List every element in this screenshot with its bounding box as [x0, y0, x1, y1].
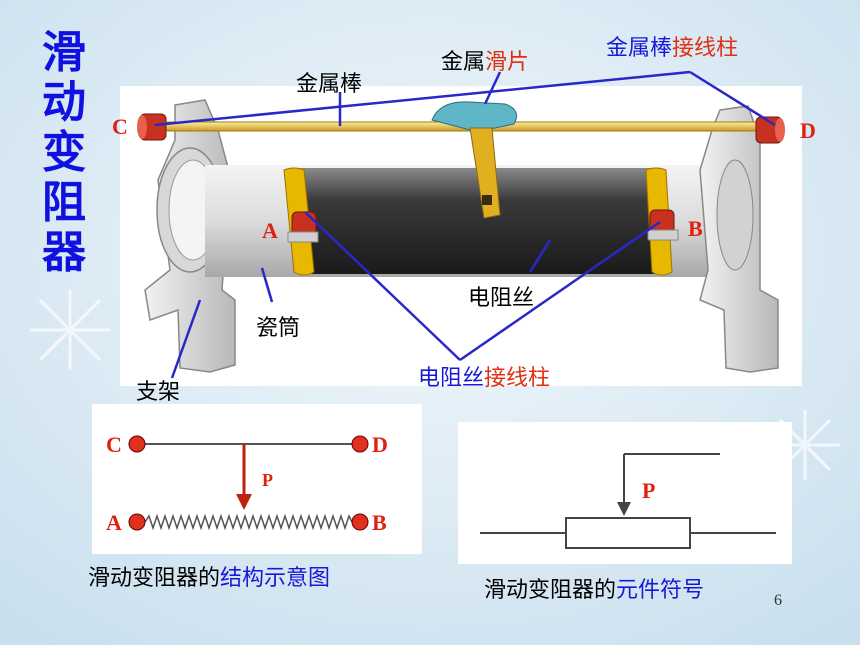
title-char: 阻 — [42, 177, 86, 228]
symbol-arrow-head — [617, 502, 631, 516]
structure-diagram: C D A B P — [106, 432, 388, 535]
slider-label-prefix: 金属 — [441, 50, 486, 75]
title-char: 滑 — [42, 27, 86, 78]
circuit-symbol: P — [480, 453, 776, 549]
schematic-b-label: B — [372, 510, 387, 535]
node-a — [128, 513, 146, 531]
title-char: 器 — [42, 227, 86, 278]
wire-terminal-label-a: 电阻丝 — [418, 366, 485, 391]
wire-terminal-label-b: 接线柱 — [484, 366, 551, 391]
schematic-d-label: D — [372, 432, 388, 457]
pin-c-label: C — [112, 114, 128, 139]
symbol-caption: 滑动变阻器的元件符号 — [484, 572, 704, 604]
schematic-a-label: A — [106, 510, 122, 535]
title-char: 变 — [42, 127, 86, 178]
page-number: 6 — [774, 592, 782, 609]
pin-d-label: D — [800, 118, 816, 143]
rod-terminal-label-a: 金属棒 — [606, 36, 673, 61]
terminal-a — [287, 211, 319, 243]
symbol-p-label: P — [642, 478, 655, 503]
tube-label: 瓷筒 — [256, 316, 301, 341]
metal-rod-label: 金属棒 — [296, 72, 363, 97]
symbol-caption-prefix: 滑动变阻器的 — [484, 578, 617, 603]
symbol-caption-suffix: 元件符号 — [616, 578, 705, 603]
structure-caption-prefix: 滑动变阻器的 — [88, 566, 221, 591]
right-stand — [699, 105, 779, 373]
resistor-body — [565, 517, 691, 549]
leader-lines — [154, 70, 776, 379]
slider-label-suffix: 滑片 — [485, 50, 530, 75]
stand-label: 支架 — [136, 380, 181, 405]
wire-terminal-label: 电阻丝接线柱 — [418, 360, 550, 392]
slider-label: 金属滑片 — [441, 44, 529, 76]
node-d — [351, 435, 369, 453]
node-c — [128, 435, 146, 453]
rod-terminal-label-b: 接线柱 — [672, 36, 739, 61]
title-char: 动 — [42, 77, 86, 128]
pin-b-label: B — [688, 216, 703, 241]
rod-terminal-label: 金属棒接线柱 — [606, 30, 738, 62]
slider — [431, 101, 517, 219]
schematic-p-label: P — [262, 470, 273, 490]
structure-caption-suffix: 结构示意图 — [220, 566, 331, 591]
resistance-zigzag — [144, 513, 353, 531]
schematic-c-label: C — [106, 432, 122, 457]
wire-label: 电阻丝 — [468, 286, 535, 311]
slide-title: 滑 动 变 阻 器 — [40, 28, 88, 278]
node-b — [351, 513, 369, 531]
structure-caption: 滑动变阻器的结构示意图 — [88, 560, 330, 592]
pin-a-label: A — [262, 218, 278, 243]
terminal-d — [755, 116, 785, 144]
terminal-c — [137, 113, 167, 141]
terminal-b — [647, 209, 679, 241]
slider-arrow-head — [236, 494, 252, 510]
